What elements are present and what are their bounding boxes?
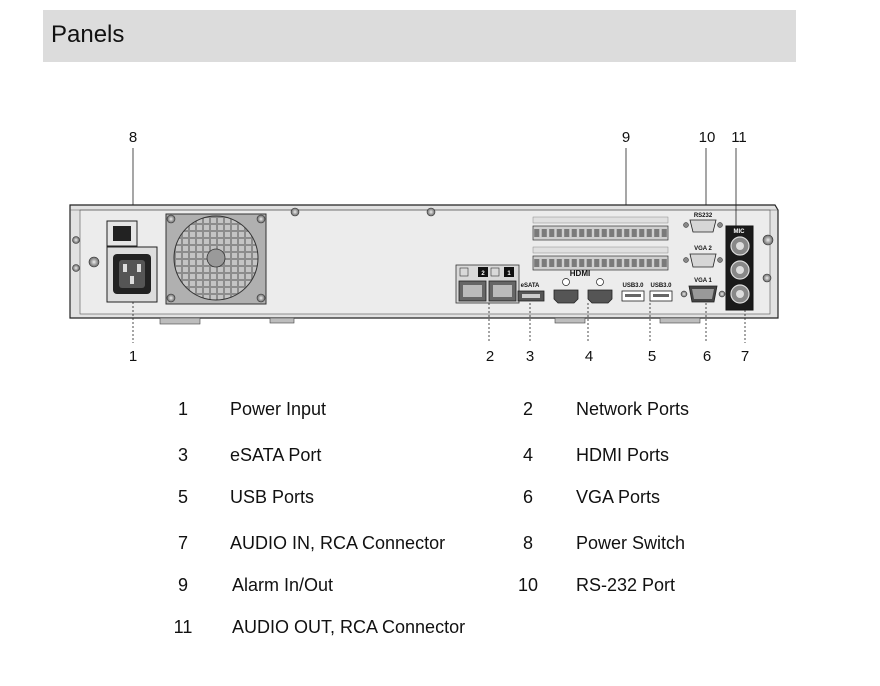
terminal-pin	[661, 229, 667, 237]
legend-text: USB Ports	[230, 487, 315, 507]
legend-text: Network Ports	[576, 399, 690, 419]
callout-8: 8	[129, 129, 137, 146]
callout-4: 4	[585, 348, 593, 365]
terminal-pin	[601, 229, 607, 237]
terminal-pin	[579, 229, 585, 237]
terminal-pin	[541, 259, 547, 267]
terminal-label-strip	[532, 216, 669, 224]
terminal-pin	[586, 259, 592, 267]
callout-2: 2	[486, 348, 494, 365]
lan2-label: 2	[481, 271, 485, 277]
terminal-pin	[601, 259, 607, 267]
esata-label: eSATA	[521, 283, 540, 289]
section-title: Panels	[51, 21, 125, 48]
terminal-pin	[564, 259, 570, 267]
legend-text: Alarm In/Out	[232, 575, 334, 595]
legend-text: HDMI Ports	[576, 445, 670, 465]
terminal-pin	[639, 229, 645, 237]
terminal-pin	[534, 259, 540, 267]
legend-num: 6	[522, 487, 533, 507]
terminal-pin	[631, 229, 637, 237]
terminal-pin	[609, 259, 615, 267]
terminal-pin	[541, 229, 547, 237]
terminal-pin	[639, 259, 645, 267]
callout-6: 6	[703, 348, 711, 365]
legend-text: RS-232 Port	[576, 575, 676, 595]
terminal-pin	[549, 259, 555, 267]
mic-label: MIC	[734, 229, 746, 235]
callout-numbers: 8 9 10 11 1 2 3 4 5 6 7	[129, 129, 749, 365]
legend-num: 7	[177, 533, 188, 553]
legend-num: 11	[173, 617, 193, 637]
terminal-label-strip	[532, 246, 669, 254]
callout-1: 1	[129, 348, 137, 365]
terminal-pin	[631, 259, 637, 267]
legend-text: VGA Ports	[576, 487, 661, 507]
callout-11: 11	[731, 129, 747, 146]
legend-text: AUDIO IN, RCA Connector	[230, 533, 446, 553]
terminal-pin	[616, 259, 622, 267]
callout-10: 10	[699, 129, 716, 146]
terminal-pin	[594, 259, 600, 267]
vga2-label: VGA 2	[694, 246, 712, 252]
esata-port: eSATA	[517, 283, 545, 302]
terminal-pin	[556, 229, 562, 237]
terminal-pin	[654, 229, 660, 237]
callout-9: 9	[622, 129, 630, 146]
terminal-pin	[609, 229, 615, 237]
power-input	[106, 246, 158, 303]
callout-lines	[132, 148, 746, 343]
terminal-pin	[579, 259, 585, 267]
lan1-label: 1	[507, 271, 511, 277]
screws	[72, 207, 774, 283]
legend-num: 1	[177, 399, 188, 419]
usb-label-1: USB3.0	[622, 283, 644, 289]
power-switch	[106, 220, 138, 247]
terminal-pin	[534, 229, 540, 237]
legend-text: Power Switch	[576, 533, 686, 553]
terminal-pin	[616, 229, 622, 237]
vga1-label: VGA 1	[694, 278, 712, 284]
terminal-pin	[571, 229, 577, 237]
usb-ports: USB3.0 USB3.0	[621, 283, 673, 302]
legend-num: 9	[177, 575, 188, 595]
hdmi-ports: HDMI	[553, 269, 613, 304]
terminal-pin	[564, 229, 570, 237]
terminal-pin	[624, 259, 630, 267]
network-ports: 2 1	[455, 264, 520, 304]
cooling-fan	[165, 213, 267, 305]
terminal-pin	[571, 259, 577, 267]
terminal-pin	[586, 229, 592, 237]
legend-text: Power Input	[230, 399, 327, 419]
legend-num: 2	[522, 399, 533, 419]
terminal-pin	[654, 259, 660, 267]
terminal-pin	[646, 259, 652, 267]
legend-text: eSATA Port	[230, 445, 322, 465]
legend-num: 10	[517, 575, 539, 595]
usb-label-2: USB3.0	[650, 283, 672, 289]
legend-num: 5	[177, 487, 188, 507]
alarm-terminals	[532, 216, 669, 271]
terminal-pin	[624, 229, 630, 237]
rs232-label: RS232	[694, 213, 713, 219]
section-header: Panels	[43, 10, 796, 62]
terminal-pin	[646, 229, 652, 237]
terminal-pin	[556, 259, 562, 267]
rca-connectors: MIC	[725, 225, 754, 311]
terminal-pin	[661, 259, 667, 267]
terminal-pin	[594, 229, 600, 237]
legend-text: AUDIO OUT, RCA Connector	[232, 617, 466, 637]
callout-3: 3	[526, 348, 534, 365]
rs232-vga-ports: RS232 VGA 2 VGA 1	[680, 213, 726, 303]
legend-num: 3	[177, 445, 188, 465]
callout-7: 7	[741, 348, 749, 365]
hdmi-logo: HDMI	[570, 269, 590, 278]
callout-5: 5	[648, 348, 656, 365]
legend-num: 4	[522, 445, 533, 465]
legend-num: 8	[522, 533, 533, 553]
terminal-pin	[549, 229, 555, 237]
